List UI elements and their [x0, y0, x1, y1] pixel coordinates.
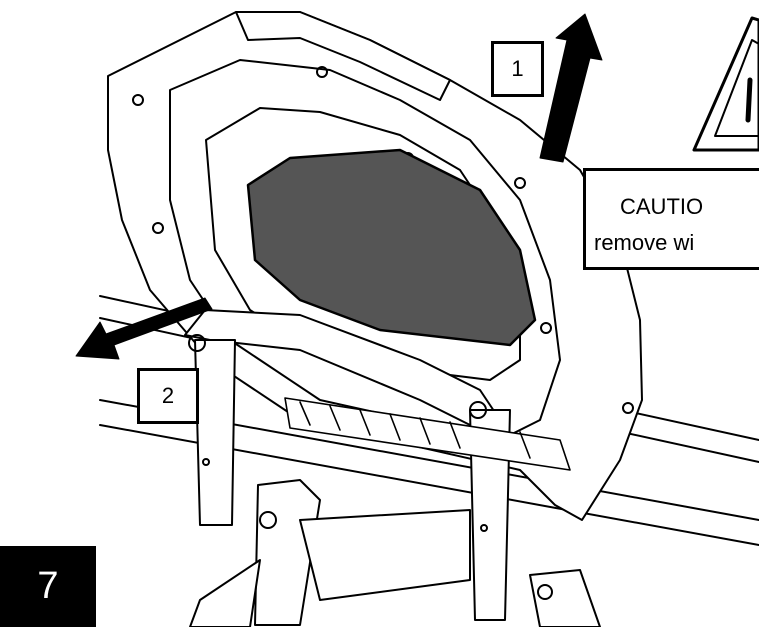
callout-1-label: 1	[511, 56, 524, 81]
warning-triangle-icon	[692, 16, 759, 152]
caution-label: CAUTIO remove wi	[583, 168, 759, 270]
display-screen	[246, 148, 537, 347]
vent-grill	[284, 397, 571, 471]
callout-2: 2	[137, 368, 199, 424]
caution-line-2: remove wi	[594, 230, 695, 255]
callout-1: 1	[491, 41, 544, 97]
step-number: 7	[37, 565, 59, 607]
step-number-badge: 7	[0, 546, 96, 627]
top-handle	[235, 11, 451, 101]
support-frame	[184, 309, 511, 621]
callout-2-label: 2	[161, 383, 175, 408]
caution-line-1: CAUTIO	[620, 194, 704, 219]
lower-mounts	[189, 479, 601, 627]
arrow-2-left	[75, 297, 213, 360]
arrow-1-up	[539, 13, 603, 163]
